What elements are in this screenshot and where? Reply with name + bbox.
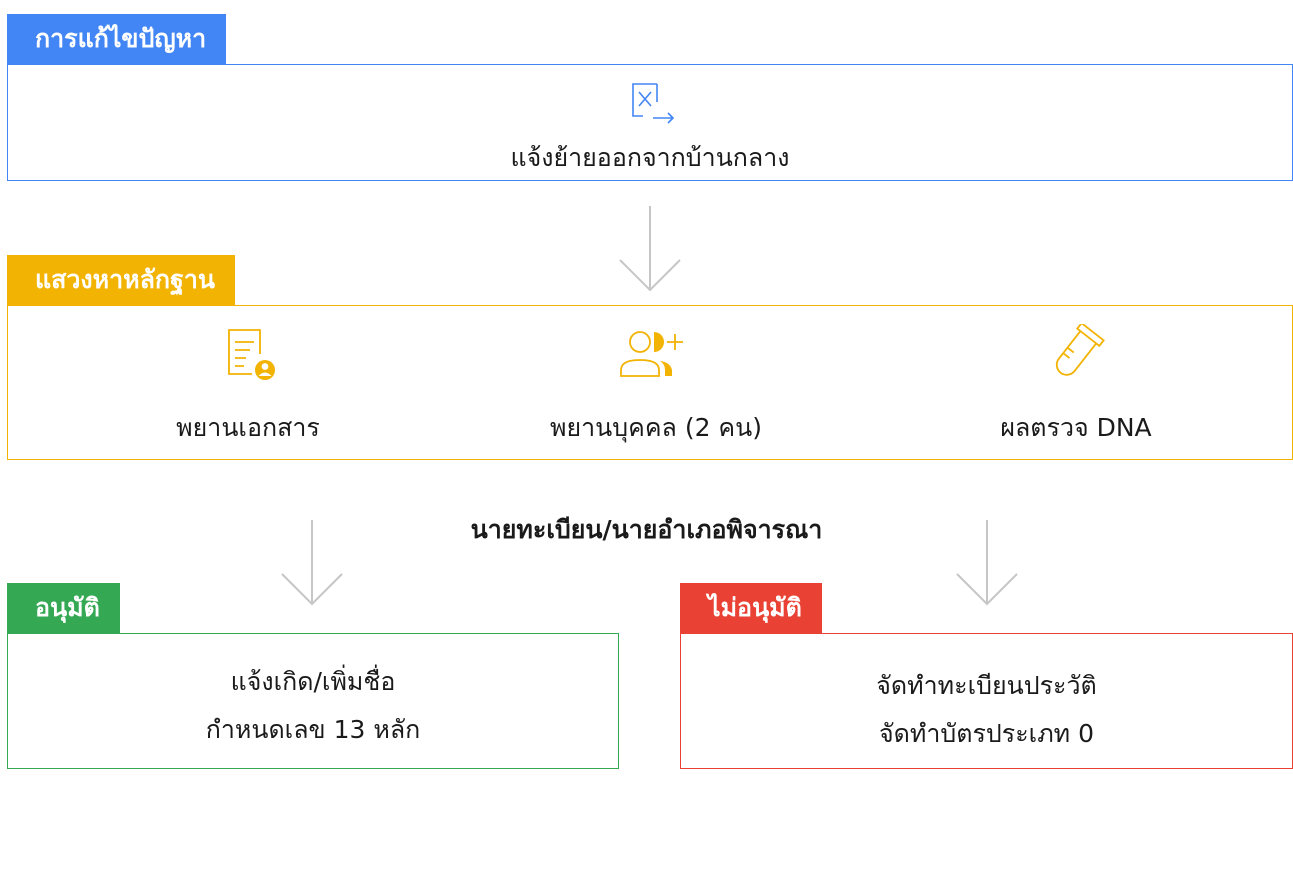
- test-tube-icon: [1055, 324, 1105, 376]
- approved-line-1: แจ้งเกิด/เพิ่มชื่อ: [230, 667, 396, 696]
- evidence-item-dna: ผลตรวจ DNA: [896, 324, 1256, 448]
- evidence-tag: แสวงหาหลักฐาน: [7, 255, 235, 305]
- rejected-line-1: จัดทำทะเบียนประวัติ: [876, 671, 1097, 700]
- rejected-tag: ไม่อนุมัติ: [680, 583, 822, 633]
- document-person-icon: [228, 329, 275, 380]
- evidence-item-witness: พยานบุคคล (2 คน): [476, 324, 836, 448]
- problem-text: แจ้งย้ายออกจากบ้านกลาง: [510, 143, 790, 172]
- evidence-label-witness: พยานบุคคล (2 คน): [549, 413, 762, 442]
- decision-caption: นายทะเบียน/นายอำเภอพิจารณา: [470, 515, 823, 544]
- down-arrow-1: [619, 206, 681, 292]
- evidence-box: พยานเอกสาร พยานบุคคล (2 คน) ผลตรวจ DNA: [7, 305, 1293, 460]
- approved-box: แจ้งเกิด/เพิ่มชื่อ กำหนดเลข 13 หลัก: [7, 633, 619, 769]
- rejected-box: จัดทำทะเบียนประวัติ จัดทำบัตรประเภท 0: [680, 633, 1293, 769]
- evidence-label-dna: ผลตรวจ DNA: [1000, 413, 1152, 442]
- add-person-icon: [620, 331, 683, 377]
- problem-tag: การแก้ไขปัญหา: [7, 14, 227, 64]
- problem-box: แจ้งย้ายออกจากบ้านกลาง: [7, 64, 1293, 181]
- evidence-label-document: พยานเอกสาร: [176, 413, 320, 442]
- evidence-item-document: พยานเอกสาร: [68, 324, 428, 448]
- down-arrow-approved: [281, 520, 343, 606]
- move-out-icon: [632, 83, 675, 124]
- approved-tag: อนุมัติ: [7, 583, 120, 633]
- rejected-line-2: จัดทำบัตรประเภท 0: [878, 719, 1094, 748]
- down-arrow-rejected: [956, 520, 1018, 606]
- approved-line-2: กำหนดเลข 13 หลัก: [205, 715, 421, 744]
